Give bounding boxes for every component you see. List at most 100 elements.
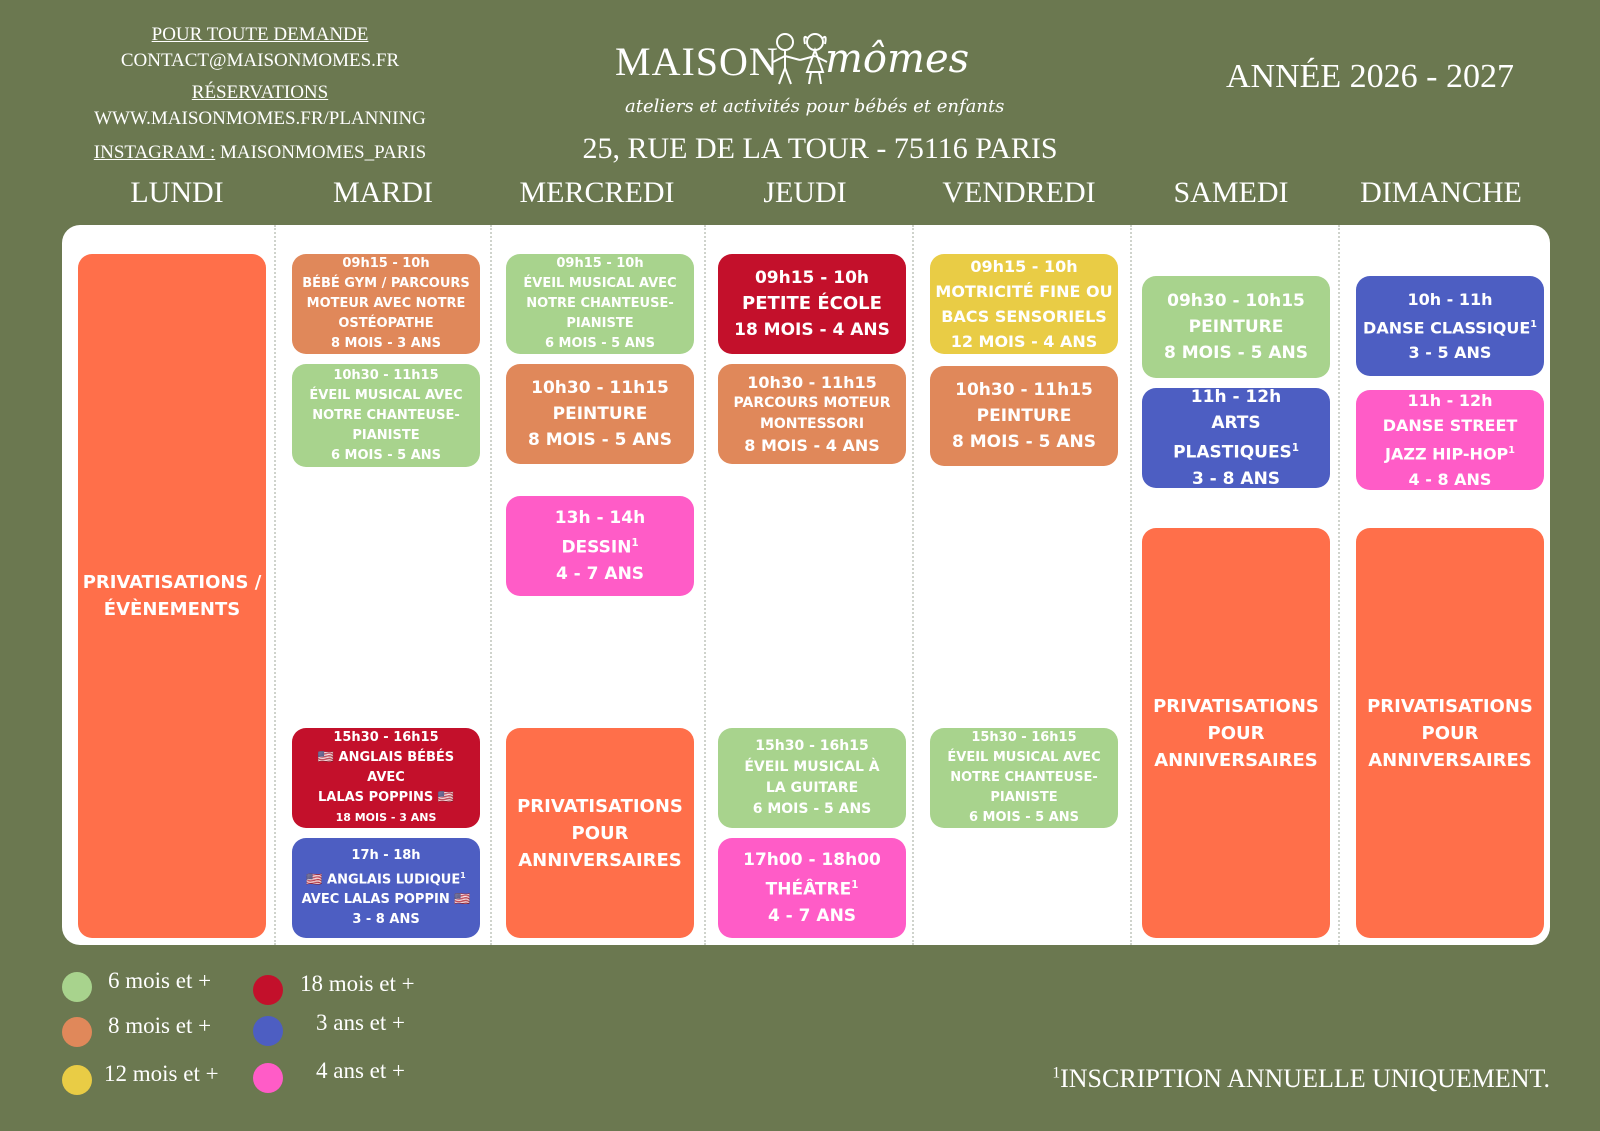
card-line: PRIVATISATIONS /	[82, 572, 262, 593]
card-line: 🇺🇸 ANGLAIS BÉBÉS	[317, 750, 455, 765]
activity-card-motricite-fine[interactable]: 09h15 - 10h MOTRICITÉ FINE OU BACS SENSO…	[930, 254, 1118, 354]
day-header-vendredi: VENDREDI	[942, 176, 1096, 209]
card-line: AVEC	[367, 770, 405, 785]
card-line: MOTRICITÉ FINE OU	[935, 282, 1113, 301]
card-time: 09h15 - 10h	[342, 256, 430, 271]
card-line: PIANISTE	[352, 427, 420, 443]
logo-main: MAISON	[615, 39, 779, 84]
activity-card-eveil-musical[interactable]: 15h30 - 16h15 ÉVEIL MUSICAL AVEC NOTRE C…	[930, 728, 1118, 828]
card-time: 15h30 - 16h15	[971, 730, 1077, 745]
legend-dot-green	[62, 972, 92, 1002]
legend-label: 4 ans et +	[316, 1058, 405, 1083]
card-age: 18 MOIS - 4 ANS	[734, 320, 890, 340]
card-age: 6 MOIS - 5 ANS	[752, 801, 872, 817]
instagram-line[interactable]: INSTAGRAM : MAISONMOMES_PARIS	[60, 140, 460, 166]
legend-dot-blue	[253, 1016, 283, 1046]
activity-card-bebe-gym[interactable]: 09h15 - 10h BÉBÉ GYM / PARCOURS MOTEUR A…	[292, 254, 480, 354]
card-line: PEINTURE	[976, 406, 1072, 426]
card-age: 6 MOIS - 5 ANS	[544, 336, 656, 351]
activity-card-eveil-musical[interactable]: 10h30 - 11h15 ÉVEIL MUSICAL AVEC NOTRE C…	[292, 364, 480, 467]
legend-dot-pink	[253, 1063, 283, 1093]
activity-card-privatisations-evenements[interactable]: PRIVATISATIONS / ÉVÈNEMENTS	[78, 254, 266, 938]
instagram-label: INSTAGRAM :	[93, 142, 216, 163]
card-line: DANSE CLASSIQUE1	[1363, 318, 1537, 338]
activity-card-dessin[interactable]: 13h - 14h DESSIN1 4 - 7 ANS	[506, 496, 694, 596]
card-age: 4 - 7 ANS	[555, 563, 645, 584]
card-line: NOTRE CHANTEUSE-	[526, 296, 674, 311]
card-age: 4 - 7 ANS	[767, 905, 857, 926]
activity-card-petite-ecole[interactable]: 09h15 - 10h PETITE ÉCOLE 18 MOIS - 4 ANS	[718, 254, 906, 354]
card-line: OSTÉOPATHE	[338, 316, 434, 331]
card-line: NOTRE CHANTEUSE-	[950, 770, 1098, 785]
activity-card-peinture[interactable]: 10h30 - 11h15 PEINTURE 8 MOIS - 5 ANS	[930, 366, 1118, 466]
card-line: PLASTIQUES1	[1173, 442, 1299, 463]
activity-card-eveil-musical[interactable]: 09h15 - 10h ÉVEIL MUSICAL AVEC NOTRE CHA…	[506, 254, 694, 354]
card-line: JAZZ HIP-HOP1	[1385, 444, 1515, 464]
card-time: 15h30 - 16h15	[333, 730, 439, 745]
logo-script: mômes	[825, 36, 970, 82]
card-age: 6 MOIS - 5 ANS	[330, 447, 442, 463]
card-line: POUR	[571, 822, 629, 844]
card-time: 10h30 - 11h15	[955, 380, 1093, 400]
footnote: 1INSCRIPTION ANNUELLE UNIQUEMENT.	[1010, 1064, 1550, 1094]
card-line: PRIVATISATIONS	[1367, 695, 1533, 717]
column-divider	[274, 225, 276, 945]
card-line: DANSE STREET	[1382, 416, 1518, 436]
legend-label: 6 mois et +	[108, 968, 212, 993]
card-line: ÉVEIL MUSICAL AVEC	[309, 387, 463, 403]
contact-email[interactable]: CONTACT@MAISONMOMES.FR	[120, 50, 400, 71]
card-age: 4 - 8 ANS	[1408, 469, 1492, 489]
activity-card-arts-plastiques[interactable]: 11h - 12h ARTS PLASTIQUES1 3 - 8 ANS	[1142, 388, 1330, 488]
card-line: THÉÂTRE1	[765, 879, 859, 900]
logo-tagline: ateliers et activités pour bébés et enfa…	[625, 96, 1005, 117]
logo: MAISON mômes ateliers et activités pour …	[615, 30, 1015, 130]
contact-block: POUR TOUTE DEMANDE CONTACT@MAISONMOMES.F…	[60, 22, 460, 166]
activity-card-parcours-moteur[interactable]: 10h30 - 11h15 PARCOURS MOTEUR MONTESSORI…	[718, 364, 906, 464]
card-age: 8 MOIS - 5 ANS	[1164, 343, 1308, 363]
legend-dot-yellow	[62, 1065, 92, 1095]
column-divider	[704, 225, 706, 945]
card-line: BÉBÉ GYM / PARCOURS	[302, 276, 470, 291]
day-header-mardi: MARDI	[332, 176, 433, 209]
legend-label: 18 mois et +	[300, 971, 415, 996]
card-age: 3 - 5 ANS	[1408, 343, 1492, 363]
card-age: 18 MOIS - 3 ANS	[335, 811, 437, 824]
activity-card-privatisations-anniversaires[interactable]: PRIVATISATIONS POUR ANNIVERSAIRES	[1356, 528, 1544, 938]
activity-card-danse-street[interactable]: 11h - 12h DANSE STREET JAZZ HIP-HOP1 4 -…	[1356, 390, 1544, 490]
activity-card-privatisations-anniversaires[interactable]: PRIVATISATIONS POUR ANNIVERSAIRES	[1142, 528, 1330, 938]
activity-card-anglais-ludique[interactable]: 17h - 18h 🇺🇸 ANGLAIS LUDIQUE1 AVEC LALAS…	[292, 838, 480, 938]
activity-card-privatisations-anniversaires[interactable]: PRIVATISATIONS POUR ANNIVERSAIRES	[506, 728, 694, 938]
card-age: 8 MOIS - 4 ANS	[744, 436, 880, 455]
card-line: PIANISTE	[990, 790, 1058, 805]
address: 25, RUE DE LA TOUR - 75116 PARIS	[582, 132, 1058, 165]
card-age: 3 - 8 ANS	[352, 912, 420, 928]
card-line: LA GUITARE	[765, 780, 859, 796]
card-line: ANNIVERSAIRES	[1368, 749, 1532, 771]
kids-icon	[772, 33, 828, 85]
activity-card-anglais-bebes[interactable]: 15h30 - 16h15 🇺🇸 ANGLAIS BÉBÉS AVEC LALA…	[292, 728, 480, 828]
column-divider	[490, 225, 492, 945]
card-line: NOTRE CHANTEUSE-	[312, 407, 460, 423]
card-line: PRIVATISATIONS	[517, 795, 683, 817]
activity-card-theatre[interactable]: 17h00 - 18h00 THÉÂTRE1 4 - 7 ANS	[718, 838, 906, 938]
legend-dot-orange	[62, 1017, 92, 1047]
instagram-handle: MAISONMOMES_PARIS	[219, 142, 427, 163]
card-line: ÉVÈNEMENTS	[103, 599, 241, 620]
activity-card-danse-classique[interactable]: 10h - 11h DANSE CLASSIQUE1 3 - 5 ANS	[1356, 276, 1544, 376]
card-time: 10h - 11h	[1407, 289, 1493, 309]
activity-card-eveil-musical-guitare[interactable]: 15h30 - 16h15 ÉVEIL MUSICAL À LA GUITARE…	[718, 728, 906, 828]
activity-card-peinture[interactable]: 10h30 - 11h15 PEINTURE 8 MOIS - 5 ANS	[506, 364, 694, 464]
card-time: 09h15 - 10h	[556, 256, 644, 271]
card-age: 8 MOIS - 5 ANS	[528, 430, 672, 450]
day-header-lundi: LUNDI	[130, 176, 224, 209]
card-age: 8 MOIS - 3 ANS	[330, 336, 442, 351]
reservations-url[interactable]: WWW.MAISONMOMES.FR/PLANNING	[94, 108, 426, 129]
card-age: 6 MOIS - 5 ANS	[968, 810, 1080, 825]
card-age: 12 MOIS - 4 ANS	[950, 332, 1098, 351]
legend-label: 12 mois et +	[104, 1061, 219, 1086]
card-line: PARCOURS MOTEUR	[733, 395, 891, 411]
card-line: POUR	[1207, 722, 1265, 744]
card-time: 17h00 - 18h00	[743, 850, 881, 871]
column-divider	[1130, 225, 1132, 945]
activity-card-peinture[interactable]: 09h30 - 10h15 PEINTURE 8 MOIS - 5 ANS	[1142, 276, 1330, 378]
